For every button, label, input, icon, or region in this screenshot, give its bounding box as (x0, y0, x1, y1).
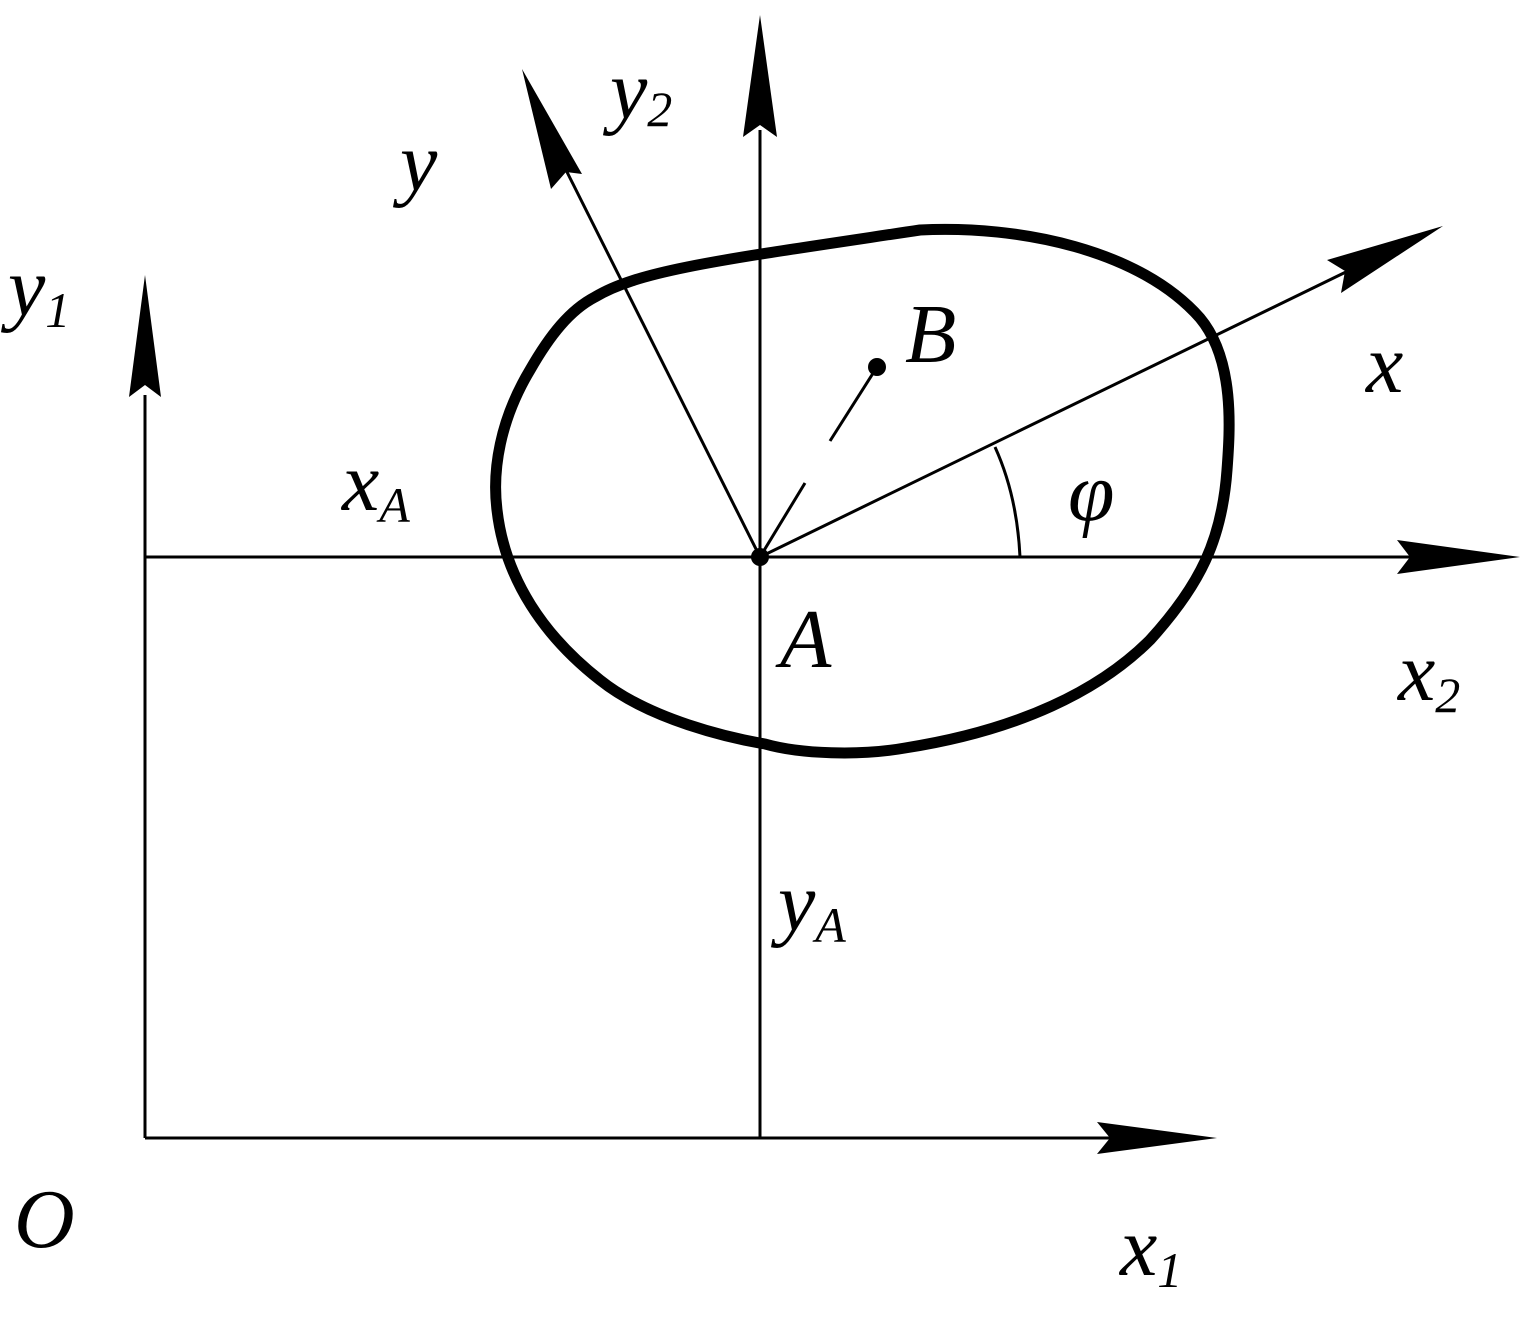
label-x1-base: x (1118, 1201, 1157, 1294)
axis-x-body-arrowhead (1327, 226, 1443, 293)
segment-ab-upper (828, 366, 879, 442)
label-x2-sub: 2 (1435, 667, 1460, 723)
label-y1-sub: 1 (45, 282, 70, 338)
label-ya-base: y (770, 856, 816, 949)
label-xa: xA (340, 436, 410, 533)
label-xa-base: x (340, 436, 379, 529)
point-a-dot (751, 548, 769, 566)
axis-y1-arrowhead (129, 275, 161, 397)
axis-x1-arrowhead (1097, 1122, 1217, 1154)
axis-y-body-line (564, 169, 762, 558)
axis-x2-arrowhead (1397, 540, 1520, 574)
label-point-b: B (905, 288, 956, 381)
label-y2: y2 (602, 44, 672, 137)
label-x2-base: x (1396, 626, 1435, 719)
label-xa-sub: A (376, 477, 410, 533)
label-x1: x1 (1118, 1201, 1182, 1298)
label-x1-sub: 1 (1157, 1242, 1182, 1298)
label-angle-phi: φ (1068, 446, 1114, 539)
label-ya: yA (770, 856, 846, 953)
label-x2: x2 (1396, 626, 1460, 723)
label-y2-sub: 2 (647, 81, 672, 137)
label-origin: O (14, 1173, 75, 1266)
rigid-body-outline (490, 223, 1235, 759)
axis-y2-arrowhead (743, 15, 777, 137)
label-y1-base: y (0, 241, 46, 334)
label-ya-sub: A (812, 897, 846, 953)
label-x-body: x (1364, 318, 1403, 411)
axis-y-body-arrowhead (522, 69, 582, 189)
label-y1: y1 (0, 241, 70, 338)
label-y-body: y (392, 116, 438, 209)
axis-x-body-line (759, 268, 1351, 559)
label-y2-base: y (602, 44, 648, 137)
angle-phi-arc (993, 446, 1022, 558)
point-b-dot (868, 358, 886, 376)
segment-ab-lower (758, 482, 807, 558)
label-point-a: A (775, 593, 832, 686)
